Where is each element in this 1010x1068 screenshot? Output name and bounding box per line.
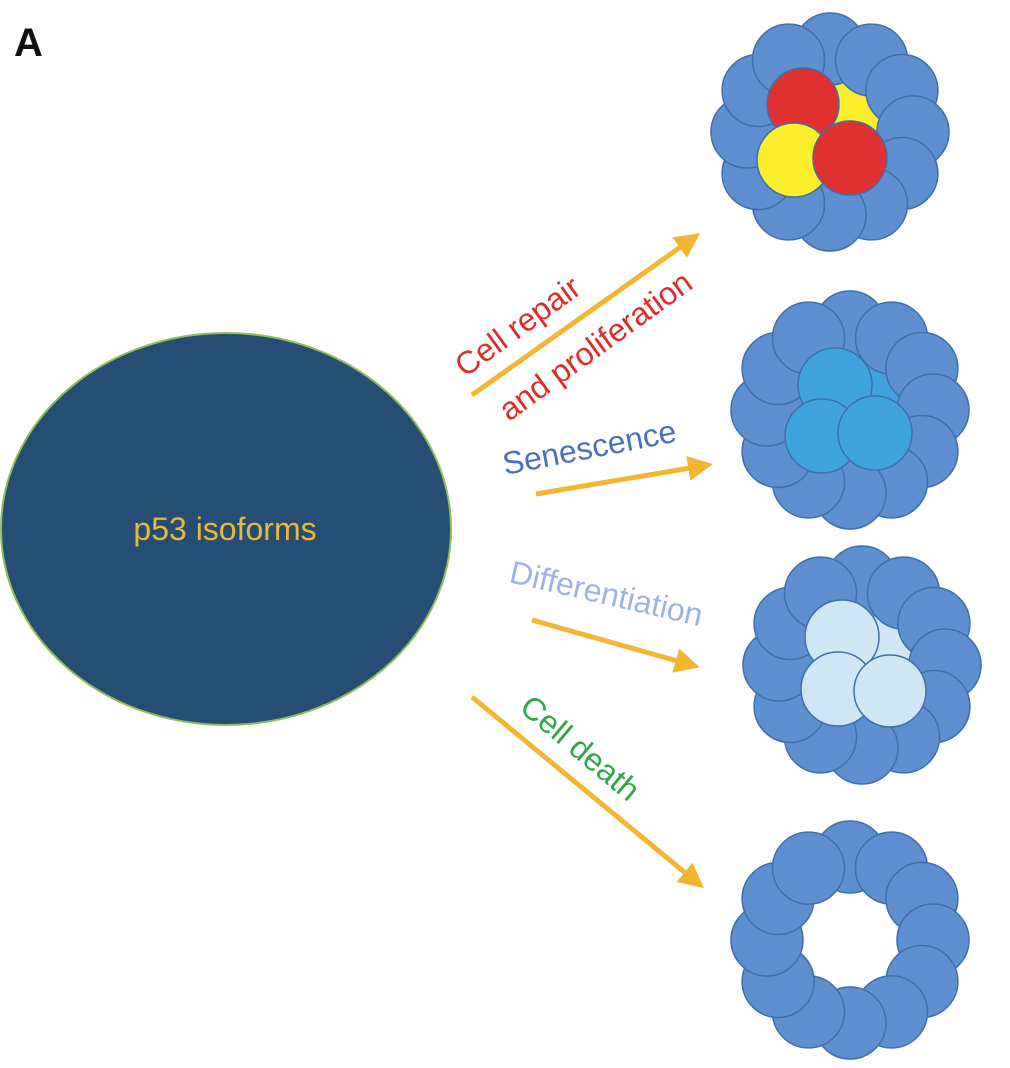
death-outer-cell	[771, 831, 846, 905]
arrow-senescence	[535, 455, 713, 497]
arrow-cell-death	[470, 695, 704, 889]
cell-cluster-death	[730, 820, 970, 1060]
outcome-label-senescence: Senescence	[499, 413, 679, 482]
cell-cluster-differentiation	[742, 545, 982, 785]
differentiation-inner-cell	[853, 654, 927, 728]
cell-cluster-senescence	[730, 290, 970, 530]
p53-isoforms-node	[0, 332, 452, 726]
repair-inner-cell	[812, 120, 888, 196]
cell-cluster-repair	[710, 12, 950, 252]
arrow-cell-repair	[470, 233, 701, 398]
panel-label: A	[14, 21, 43, 65]
senescence-inner-cell	[837, 395, 913, 471]
arrow-differentiation	[531, 617, 700, 673]
p53-isoforms-label: p53 isoforms	[133, 511, 316, 547]
outcome-label-proliferation: and proliferation	[492, 264, 699, 428]
